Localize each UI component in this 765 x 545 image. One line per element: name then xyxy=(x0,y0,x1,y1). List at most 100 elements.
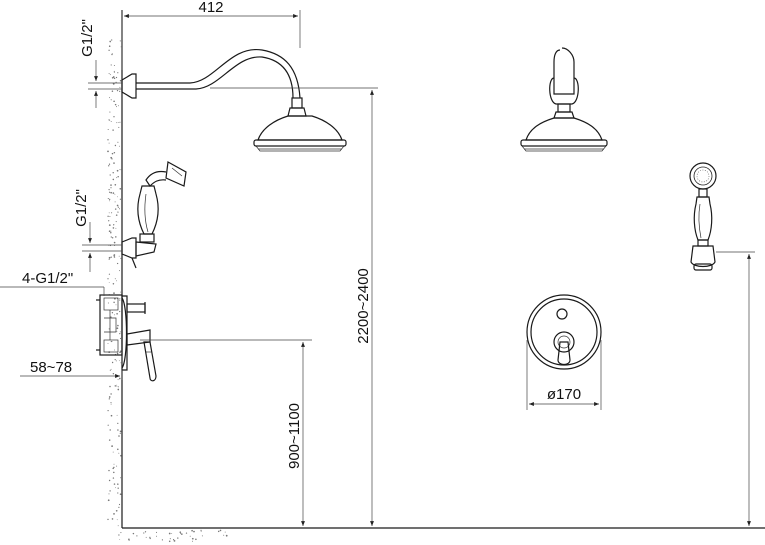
wall-speck xyxy=(108,256,111,259)
floor-speck xyxy=(177,537,179,539)
wall-speck xyxy=(118,452,120,454)
floor-speck xyxy=(193,530,195,533)
floor-speck xyxy=(149,537,151,540)
wall-speck xyxy=(109,490,111,492)
wall-speck xyxy=(111,212,113,214)
wall-speck xyxy=(110,187,112,189)
wall-speck xyxy=(117,448,119,451)
wall-speck xyxy=(118,122,120,124)
wall-speck xyxy=(108,49,110,51)
floor-speck xyxy=(224,531,226,533)
wall-speck xyxy=(108,142,110,144)
floor-speck xyxy=(128,538,130,541)
wall-speck xyxy=(115,360,117,362)
wall-speck xyxy=(107,518,109,521)
wall-speck xyxy=(116,89,119,92)
floor-speck xyxy=(191,529,193,532)
label-valve-outlets: 4-G1/2" xyxy=(22,270,73,287)
wall-speck xyxy=(112,227,115,229)
wall-speck xyxy=(108,73,110,74)
wall-speck xyxy=(109,215,111,218)
wall-speck xyxy=(108,439,111,441)
wall-speck xyxy=(109,174,111,176)
wall-speck xyxy=(115,221,117,223)
wall-speck xyxy=(111,237,114,239)
wall-speck xyxy=(108,212,110,214)
wall-speck xyxy=(113,241,116,244)
wall-speck xyxy=(110,414,113,417)
wall-speck xyxy=(113,513,115,515)
floor-speck xyxy=(119,539,121,540)
wall-speck xyxy=(116,465,118,467)
wall-speck xyxy=(110,230,112,232)
wall-speck xyxy=(119,79,122,82)
wall-speck xyxy=(116,331,118,332)
wall-speck xyxy=(107,424,109,426)
wall-speck xyxy=(111,158,113,160)
wall-speck xyxy=(110,256,112,258)
wall-speck xyxy=(117,141,119,143)
wall-speck xyxy=(115,509,118,512)
label-thread-top: G1/2" xyxy=(79,19,96,57)
wall-speck xyxy=(117,487,119,489)
valve-trim-side xyxy=(121,295,157,382)
wall-speck xyxy=(115,76,118,79)
wall-speck xyxy=(110,236,112,238)
wall-speck xyxy=(112,129,114,131)
wall-speck xyxy=(110,393,112,395)
wall-speck xyxy=(112,192,115,194)
wall-speck xyxy=(119,430,122,433)
wall-speck xyxy=(110,232,112,234)
wall-speck xyxy=(120,169,122,171)
floor-speck xyxy=(120,532,122,534)
dimension-arm-reach: 412 xyxy=(121,0,301,70)
hand-shower-front xyxy=(689,162,717,271)
floor-speck xyxy=(136,535,138,537)
wall-speck xyxy=(120,454,122,457)
wall-speck xyxy=(119,337,122,340)
wall-speck xyxy=(117,211,119,213)
wall-speck xyxy=(119,331,121,333)
wall-speck xyxy=(111,39,113,41)
wall-speck xyxy=(116,414,118,416)
wall-speck xyxy=(113,483,116,485)
floor-speck xyxy=(118,534,120,536)
wall-speck xyxy=(107,128,109,131)
wall-speck xyxy=(108,281,110,283)
wall-speck xyxy=(118,145,120,147)
wall-speck xyxy=(119,169,121,171)
floor-speck xyxy=(179,531,182,534)
dimension-thread-mid: G1/2" xyxy=(73,189,122,272)
floor-speck xyxy=(144,531,147,533)
wall-speck xyxy=(109,385,111,388)
wall-speck xyxy=(117,206,119,208)
wall-speck xyxy=(119,299,121,301)
wall-speck xyxy=(112,372,115,375)
wall-speck xyxy=(117,324,119,327)
wall-speck xyxy=(109,40,112,43)
wall-speck xyxy=(117,525,119,527)
floor-speck xyxy=(185,532,188,534)
wall-speck xyxy=(108,397,110,400)
wall-speck xyxy=(117,483,119,485)
floor-speck xyxy=(128,539,130,542)
shower-arm-side xyxy=(121,49,307,117)
wall-speck xyxy=(109,74,111,76)
wall-speck xyxy=(117,379,119,381)
floor-speck xyxy=(201,535,203,537)
wall-speck xyxy=(116,386,118,387)
wall-speck xyxy=(113,162,115,164)
floor-speck xyxy=(168,540,171,543)
wall-speck xyxy=(115,106,118,108)
wall-speck xyxy=(113,72,115,74)
wall-speck xyxy=(108,479,111,482)
wall-speck xyxy=(111,518,114,520)
wall-speck xyxy=(108,163,111,165)
floor-speck xyxy=(200,530,202,532)
wall-speck xyxy=(113,64,115,67)
shower-head-front xyxy=(520,47,608,152)
wall-speck xyxy=(119,187,122,190)
wall-speck xyxy=(110,403,112,405)
wall-speck xyxy=(112,451,114,453)
